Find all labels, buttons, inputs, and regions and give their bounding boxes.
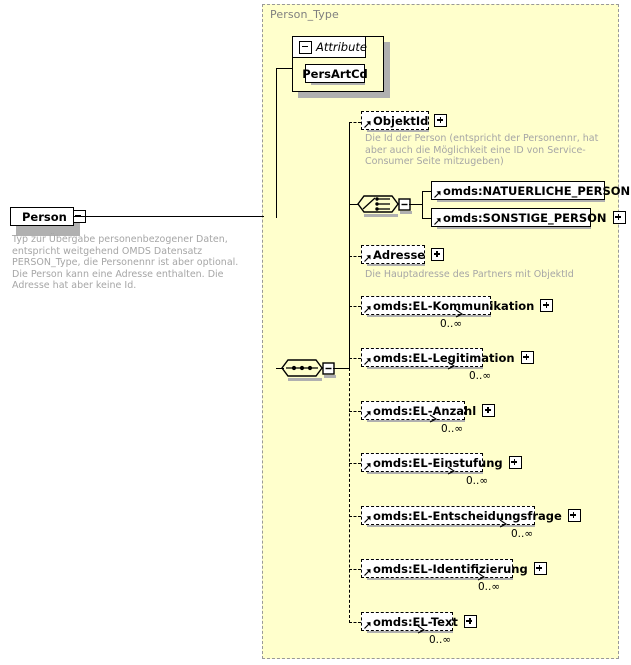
attribute-group-label: Attribute: [316, 40, 367, 54]
repeat-marker-icon: [455, 309, 464, 318]
element-box-adresse[interactable]: Adresse: [361, 245, 445, 264]
connector-el-legitimation: [349, 358, 361, 359]
connector-el-entscheidungsfrage: [349, 516, 361, 517]
element-label-el-einstufung: omds:EL-Einstufung: [373, 455, 503, 470]
element-label-adresse: Adresse: [373, 247, 426, 262]
element-box-person[interactable]: Person: [10, 207, 86, 226]
objektid-documentation: Die Id der Person (entspricht der Person…: [365, 133, 599, 167]
reference-arrow-icon: [434, 191, 441, 198]
cardinality-el-einstufung: 0..∞: [466, 475, 489, 487]
repeat-marker-icon: [477, 572, 486, 581]
element-box-el-anzahl[interactable]: omds:EL-Anzahl: [361, 401, 496, 420]
element-box-sonstige-person[interactable]: omds:SONSTIGE_PERSON: [431, 208, 626, 227]
plus-icon[interactable]: [463, 615, 477, 628]
connector-natuerliche: [422, 191, 432, 192]
plus-icon[interactable]: [520, 351, 534, 364]
reference-arrow-icon: [434, 218, 441, 225]
plus-icon[interactable]: [540, 299, 554, 312]
branch-bus-lower: [349, 368, 350, 623]
plus-icon[interactable]: [612, 211, 626, 224]
plus-icon[interactable]: [567, 509, 581, 522]
cardinality-el-legitimation: 0..∞: [469, 370, 492, 382]
cardinality-el-identifizierung: 0..∞: [478, 581, 501, 593]
attribute-outer-shadow-right: [384, 42, 390, 98]
complex-type-label: Person_Type: [270, 8, 339, 21]
minus-icon[interactable]: [299, 40, 312, 54]
connector-el-identifizierung: [349, 569, 361, 570]
cardinality-el-entscheidungsfrage: 0..∞: [511, 528, 534, 540]
element-label-el-text: omds:EL-Text: [373, 614, 458, 629]
plus-icon[interactable]: [434, 114, 448, 127]
element-box-el-text[interactable]: omds:EL-Text: [361, 612, 477, 631]
repeat-marker-icon: [499, 519, 508, 528]
element-label-person: Person: [22, 209, 67, 224]
element-label-sonstige-person: omds:SONSTIGE_PERSON: [443, 210, 607, 225]
branch-bus-upper: [349, 122, 350, 368]
element-label-el-legitimation: omds:EL-Legitimation: [373, 350, 515, 365]
plus-icon[interactable]: [482, 404, 496, 417]
person-documentation: Typ zur Übergabe personenbezogener Daten…: [12, 234, 239, 291]
reference-arrow-icon: [364, 411, 371, 418]
reference-arrow-icon: [364, 121, 371, 128]
element-box-el-legitimation[interactable]: omds:EL-Legitimation: [361, 348, 534, 367]
repeat-marker-icon: [447, 466, 456, 475]
connector-trunk-to-sequence: [276, 368, 284, 369]
plus-icon[interactable]: [431, 248, 445, 261]
element-label-el-entscheidungsfrage: omds:EL-Entscheidungsfrage: [373, 508, 562, 523]
attribute-box-persartcd[interactable]: PersArtCd: [302, 64, 368, 83]
element-label-natuerliche-person: omds:NATUERLICHE_PERSON: [443, 183, 631, 198]
reference-arrow-icon: [364, 306, 371, 313]
reference-arrow-icon: [364, 358, 371, 365]
reference-arrow-icon: [364, 255, 371, 262]
element-box-el-einstufung[interactable]: omds:EL-Einstufung: [361, 453, 522, 472]
connector-person-to-type: [74, 216, 264, 217]
attribute-group-header[interactable]: Attribute: [292, 36, 367, 58]
connector-choice-out: [409, 204, 423, 205]
connector-attribute-stub: [276, 68, 293, 69]
reference-arrow-icon: [364, 516, 371, 523]
connector-adresse: [349, 256, 361, 257]
element-label-el-anzahl: omds:EL-Anzahl: [373, 403, 477, 418]
cardinality-el-text: 0..∞: [429, 634, 452, 646]
element-label-objektid: ObjektId: [373, 113, 429, 128]
repeat-marker-icon: [417, 625, 426, 634]
element-box-natuerliche-person[interactable]: omds:NATUERLICHE_PERSON: [431, 181, 630, 200]
cardinality-el-kommunikation: 0..∞: [440, 318, 463, 330]
repeat-marker-icon: [447, 361, 456, 370]
connector-el-einstufung: [349, 463, 361, 464]
element-box-el-identifizierung[interactable]: omds:EL-Identifizierung: [361, 559, 547, 578]
complex-type-panel: [262, 4, 619, 659]
plus-icon[interactable]: [533, 562, 547, 575]
connector-el-kommunikation: [349, 306, 361, 307]
connector-el-anzahl: [349, 411, 361, 412]
connector-objektid: [349, 122, 361, 123]
connector-sequence-to-branch: [333, 368, 349, 369]
plus-icon[interactable]: [508, 456, 522, 469]
adresse-documentation: Die Hauptadresse des Partners mit Objekt…: [365, 269, 574, 280]
repeat-marker-icon: [429, 414, 438, 423]
connector-bus-to-choice: [349, 204, 359, 205]
element-box-objektid[interactable]: ObjektId: [361, 111, 448, 130]
connector-el-text: [349, 622, 361, 623]
attribute-outer-shadow: [298, 92, 390, 98]
element-label-el-kommunikation: omds:EL-Kommunikation: [373, 298, 535, 313]
reference-arrow-icon: [364, 463, 371, 470]
connector-sonstige: [422, 218, 432, 219]
element-box-el-entscheidungsfrage[interactable]: omds:EL-Entscheidungsfrage: [361, 506, 581, 525]
cardinality-el-anzahl: 0..∞: [441, 423, 464, 435]
reference-arrow-icon: [364, 569, 371, 576]
element-box-el-kommunikation[interactable]: omds:EL-Kommunikation: [361, 296, 554, 315]
reference-arrow-icon: [364, 622, 371, 629]
attribute-label-persartcd: PersArtCd: [302, 66, 368, 81]
connector-attribute-trunk: [276, 68, 277, 218]
choice-branch-bus: [422, 191, 423, 218]
element-label-el-identifizierung: omds:EL-Identifizierung: [373, 561, 528, 576]
